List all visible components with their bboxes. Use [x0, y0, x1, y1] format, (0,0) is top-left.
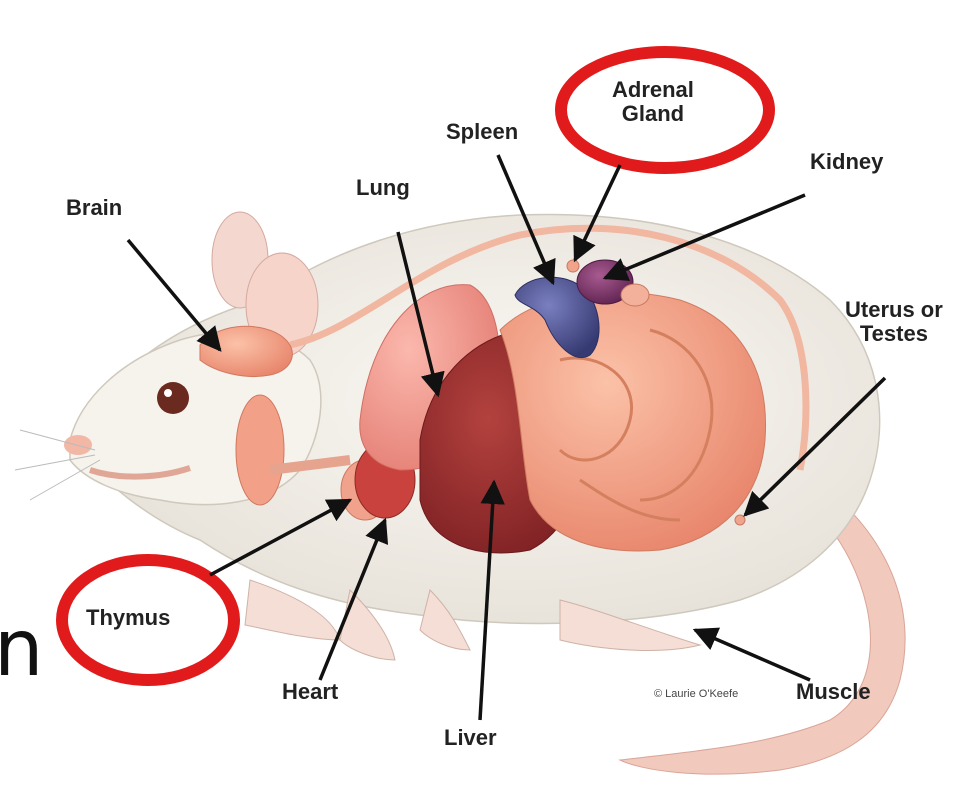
- kidney-organ-2: [621, 284, 649, 306]
- eye: [157, 382, 189, 414]
- arrow-brain: [128, 240, 220, 350]
- gonad-organ: [735, 515, 745, 525]
- label-heart: Heart: [282, 680, 338, 704]
- eye-highlight: [164, 389, 172, 397]
- intestines: [500, 292, 766, 551]
- label-brain: Brain: [66, 196, 122, 220]
- cropped-slide-text: n: [0, 604, 43, 694]
- salivary-glands: [236, 395, 284, 505]
- label-muscle: Muscle: [796, 680, 871, 704]
- illustration-credit: © Laurie O'Keefe: [654, 688, 738, 700]
- label-thymus: Thymus: [86, 606, 170, 630]
- label-spleen: Spleen: [446, 120, 518, 144]
- arrow-muscle: [695, 630, 810, 680]
- label-kidney: Kidney: [810, 150, 883, 174]
- label-liver: Liver: [444, 726, 497, 750]
- label-lung: Lung: [356, 176, 410, 200]
- adrenal-gland-organ: [567, 260, 579, 272]
